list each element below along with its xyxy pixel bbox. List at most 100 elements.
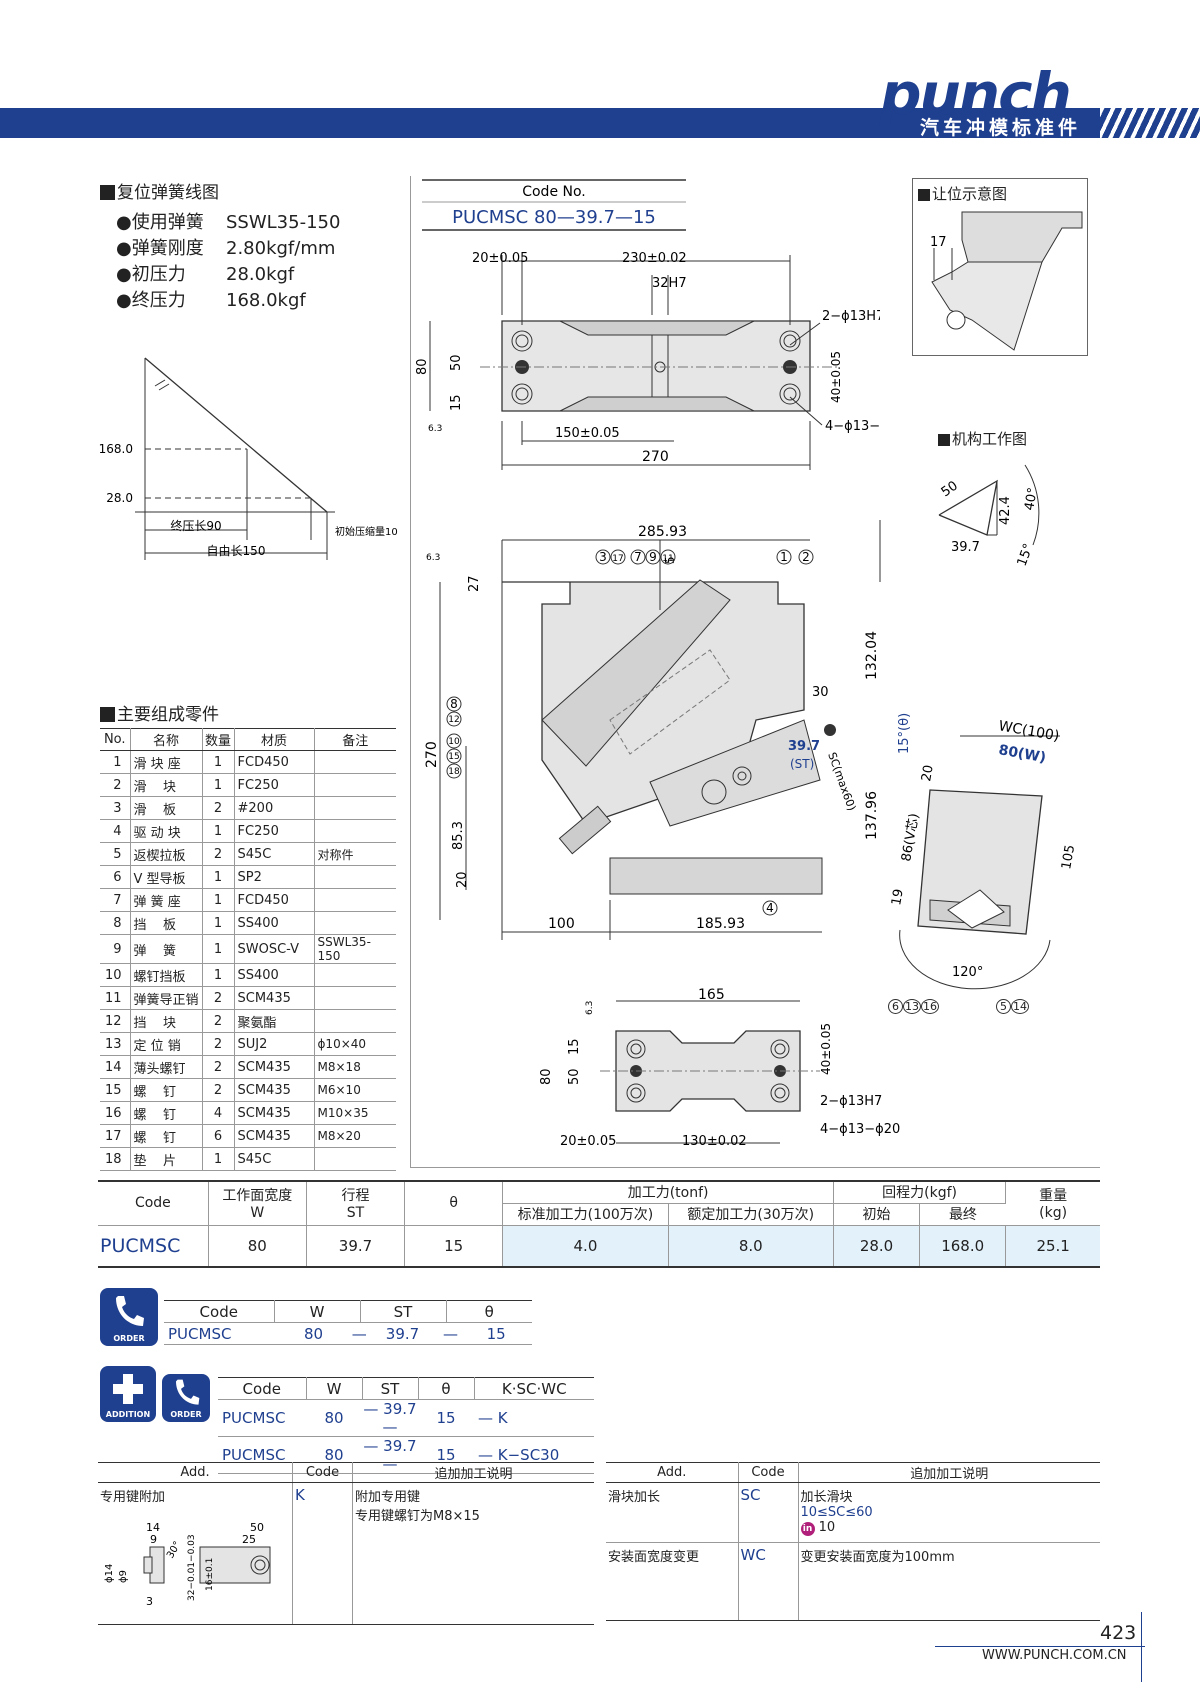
add-order-row1-w: 80 (306, 1399, 362, 1437)
parts-cell: SP2 (234, 865, 315, 889)
spec-header-code: Code (98, 1180, 209, 1226)
square-bullet-icon (918, 189, 930, 201)
order-icon: ORDER (100, 1288, 158, 1346)
parts-cell (314, 963, 396, 987)
balloon-9: 9 (649, 550, 657, 564)
code-no-value: PUCMSC 80—39.7—15 (452, 207, 656, 228)
parts-cell: 16 (100, 1101, 131, 1125)
key-drawing: 14 9 50 25 30° ϕ14 ϕ9 32−0.01−0.03 16±0.… (104, 1521, 271, 1608)
key-dim-phi14: ϕ14 (104, 1564, 115, 1583)
front-dim-185-93: 185.93 (696, 916, 745, 932)
parts-cell (314, 888, 396, 912)
side-dim-120deg: 120° (952, 965, 983, 980)
y-tick-28: 28.0 (106, 491, 133, 505)
parts-cell (314, 1009, 396, 1033)
add-order-row1-theta: 15 (418, 1399, 474, 1437)
bottom-dim-80: 80 (539, 1068, 554, 1085)
parts-cell: 1 (202, 1147, 235, 1171)
parts-cell: 1 (202, 750, 235, 774)
brand-subtitle: 汽车冲模标准件 (920, 117, 1082, 139)
add-right-row1-range: 10≤SC≤60 (800, 1505, 873, 1520)
spec-header-force-std: 标准加工力(100万次) (502, 1203, 669, 1226)
parts-cell: 17 (100, 1124, 131, 1148)
parts-cell: 12 (100, 1009, 131, 1033)
parts-cell: 2 (202, 1055, 235, 1079)
square-bullet-icon (100, 185, 115, 200)
parts-cell: 1 (202, 865, 235, 889)
parts-cell: 2 (202, 1032, 235, 1056)
site-url: WWW.PUNCH.COM.CN (982, 1648, 1127, 1663)
spec-header-force-rated: 额定加工力(30万次) (668, 1203, 834, 1226)
parts-header-no: No. (100, 728, 131, 751)
order-header-w: W (274, 1300, 361, 1323)
add-right-row2-name: 安装面宽度变更 (606, 1542, 739, 1621)
front-dim-sc: SC(max60) (825, 751, 858, 813)
parts-cell: 9 (100, 934, 131, 964)
addition-icon: ADDITION (100, 1366, 156, 1422)
parts-cell: V 型导板 (130, 865, 203, 889)
add-right-header-add: Add. (606, 1462, 739, 1483)
mech-dim-39-7: 39.7 (951, 540, 980, 555)
top-view-drawing: 20±0.05 230±0.02 32H7 2−ϕ13H7 80 50 15 4… (415, 251, 880, 470)
balloon-2: 2 (802, 550, 810, 564)
parts-cell: SCM435 (234, 1124, 315, 1148)
add-order-row1-st: — 39.7 — (362, 1399, 418, 1437)
balloon-7: 7 (634, 550, 642, 564)
mech-dim-50: 50 (939, 478, 961, 500)
add-left-name-cell: 专用键附加 14 9 50 25 30° ϕ14 ϕ9 32−0.01−0.03… (98, 1482, 293, 1625)
key-dim-3: 3 (146, 1595, 153, 1608)
top-dim-80: 80 (415, 358, 430, 375)
parts-cell: 聚氨酯 (234, 1009, 315, 1033)
add-right-row1-inc: in 10 (800, 1520, 1099, 1536)
parts-cell (314, 911, 396, 935)
parts-cell: 13 (100, 1032, 131, 1056)
front-dim-27: 27 (467, 575, 482, 592)
balloon-18: 18 (448, 767, 460, 777)
parts-header-note: 备注 (314, 728, 396, 751)
parts-cell: 2 (202, 1078, 235, 1102)
parts-header-qty: 数量 (202, 728, 235, 751)
spec-cell-std: 4.0 (502, 1225, 669, 1268)
parts-header-material: 材质 (234, 728, 315, 751)
parts-cell: SCM435 (234, 1101, 315, 1125)
add-order-row1-code: PUCMSC (218, 1399, 306, 1437)
parts-cell: SCM435 (234, 1055, 315, 1079)
front-view-drawing: 285.93 5 27 270 132.04 30 15°(θ) 39.7 (S… (424, 520, 910, 940)
spec-cell-code: PUCMSC (98, 1225, 209, 1268)
parts-cell: S45C (234, 1147, 315, 1171)
spec-header-return-init: 初始 (833, 1203, 921, 1226)
bottom-dim-20: 20±0.05 (560, 1134, 616, 1149)
parts-cell: 弹 簧 (130, 934, 203, 964)
front-dim-285-93: 285.93 (638, 524, 687, 540)
parts-cell: 1 (202, 819, 235, 843)
parts-header-name: 名称 (130, 728, 203, 751)
parts-section-title: 主要组成零件 (100, 700, 219, 725)
parts-cell: SCM435 (234, 986, 315, 1010)
front-dim-100: 100 (548, 916, 575, 932)
order-header-st: ST (360, 1300, 447, 1323)
key-dim-14: 14 (146, 1521, 160, 1534)
free-length-label: 自由长150 (207, 544, 266, 558)
bottom-surface-mark: 6.3 (585, 1001, 595, 1015)
drawing-frame (410, 176, 1100, 1168)
front-dim-theta: 15°(θ) (897, 713, 910, 754)
bottom-dim-40: 40±0.05 (819, 1023, 833, 1075)
parts-cell: 弹簧导正销 (130, 986, 203, 1010)
add-order-row1-ksc: — K (474, 1399, 594, 1437)
order-table: Code W ST θ PUCMSC 80 — 39.7 — 15 (164, 1300, 532, 1345)
brand-logo: punch (880, 60, 1072, 128)
top-dim-230: 230±0.02 (622, 251, 687, 266)
spec-header-return-final: 最终 (919, 1203, 1006, 1226)
add-right-header-code: Code (738, 1462, 799, 1483)
parts-cell: S45C (234, 842, 315, 866)
parts-cell: FC250 (234, 773, 315, 797)
add-left-code: K (292, 1482, 353, 1625)
